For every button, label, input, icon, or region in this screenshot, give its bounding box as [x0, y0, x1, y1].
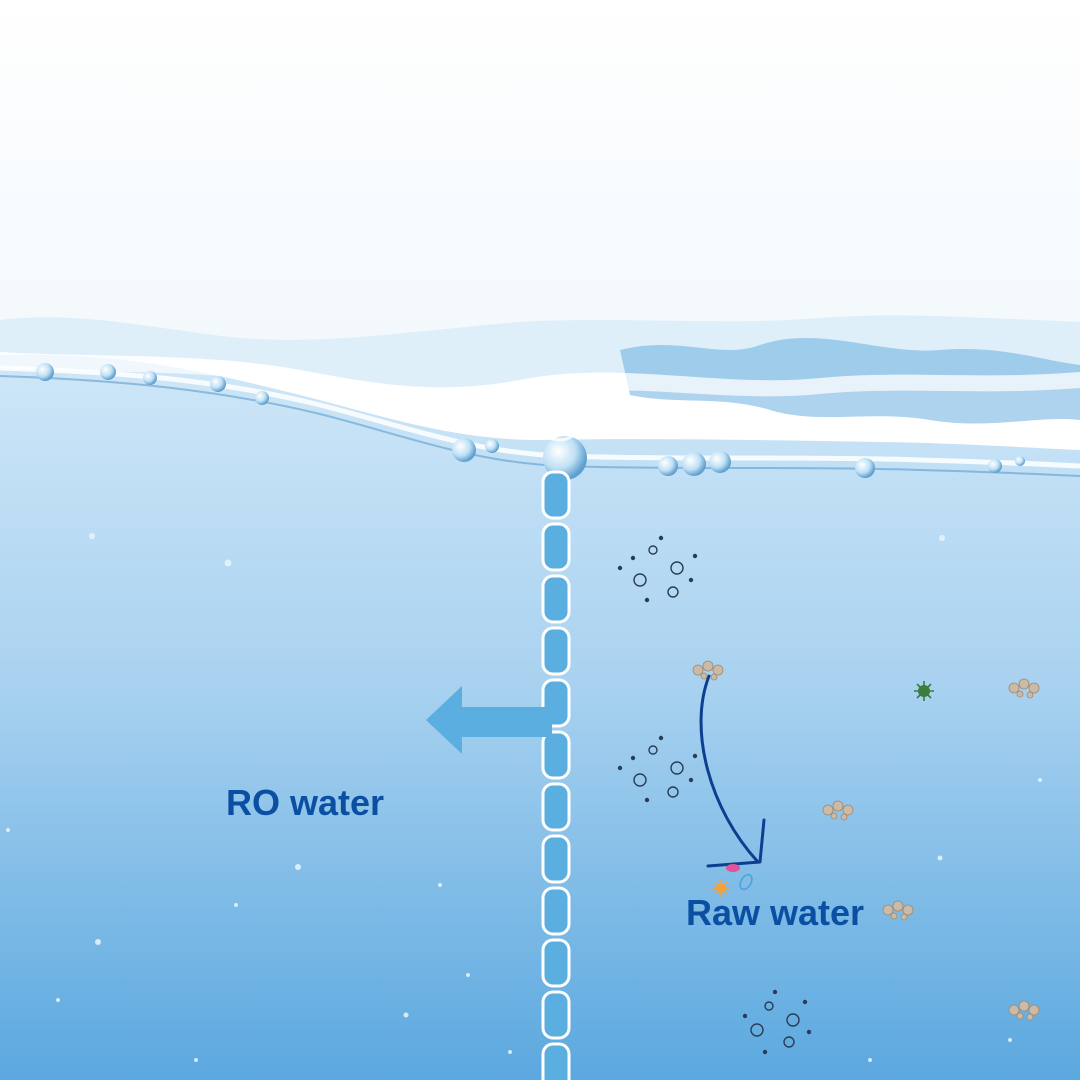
ro-water-label: RO water — [226, 782, 385, 823]
membrane-segment — [541, 470, 571, 520]
sediment-grains-icon — [692, 660, 1040, 1021]
membrane-segment — [541, 1042, 571, 1080]
membrane-segment — [541, 990, 571, 1040]
membrane-segment — [541, 730, 571, 780]
raw-water-label: Raw water — [686, 892, 865, 933]
membrane-segment — [541, 938, 571, 988]
membrane-segment — [541, 522, 571, 572]
membrane-segment — [541, 886, 571, 936]
sky-background — [0, 0, 1080, 360]
membrane-segment — [541, 626, 571, 676]
left-arrow-icon — [426, 686, 552, 754]
surface-bubbles — [36, 363, 1025, 480]
semipermeable-membrane-icon — [541, 470, 571, 1080]
water-droplets — [6, 533, 1042, 1062]
curved-down-arrow-icon — [699, 674, 766, 868]
membrane-segment — [541, 574, 571, 624]
particle-cluster-icon — [617, 535, 812, 1055]
membrane-segment — [541, 834, 571, 884]
microbe-icons — [712, 864, 753, 897]
membrane-segment — [541, 782, 571, 832]
virus-icon — [914, 681, 934, 701]
